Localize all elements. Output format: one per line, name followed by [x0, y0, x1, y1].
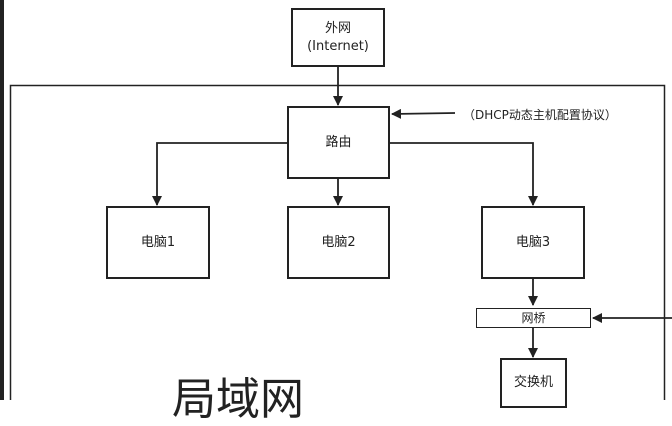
connector-router-pc3 — [389, 142, 538, 206]
pc3-node: 电脑3 — [481, 206, 585, 279]
router-node: 路由 — [287, 106, 390, 179]
left-edge-bar — [0, 0, 4, 400]
pc3-node-label: 电脑3 — [515, 234, 551, 250]
internet-node-sublabel: (Internet) — [307, 38, 369, 54]
internet-node-label: 外网 — [324, 20, 351, 36]
diagram-connectors — [9, 67, 672, 400]
router-node-label: 路由 — [325, 134, 352, 150]
switch-node-label: 交换机 — [513, 375, 553, 390]
bridge-node-label: 网桥 — [521, 311, 546, 325]
pc1-node: 电脑1 — [106, 206, 210, 279]
internet-node: 外网 (Internet) — [291, 8, 385, 67]
pc2-node-label: 电脑2 — [321, 234, 356, 250]
connector-router-pc1 — [152, 142, 288, 206]
pc1-node-label: 电脑1 — [140, 234, 176, 250]
connector-dhcp-router — [391, 108, 456, 119]
bridge-node: 网桥 — [476, 308, 591, 328]
pc2-node: 电脑2 — [287, 206, 390, 279]
lan-label: 局域网 — [172, 374, 304, 425]
switch-node: 交换机 — [500, 358, 567, 408]
dhcp-note: （DHCP动态主机配置协议） — [463, 108, 617, 122]
